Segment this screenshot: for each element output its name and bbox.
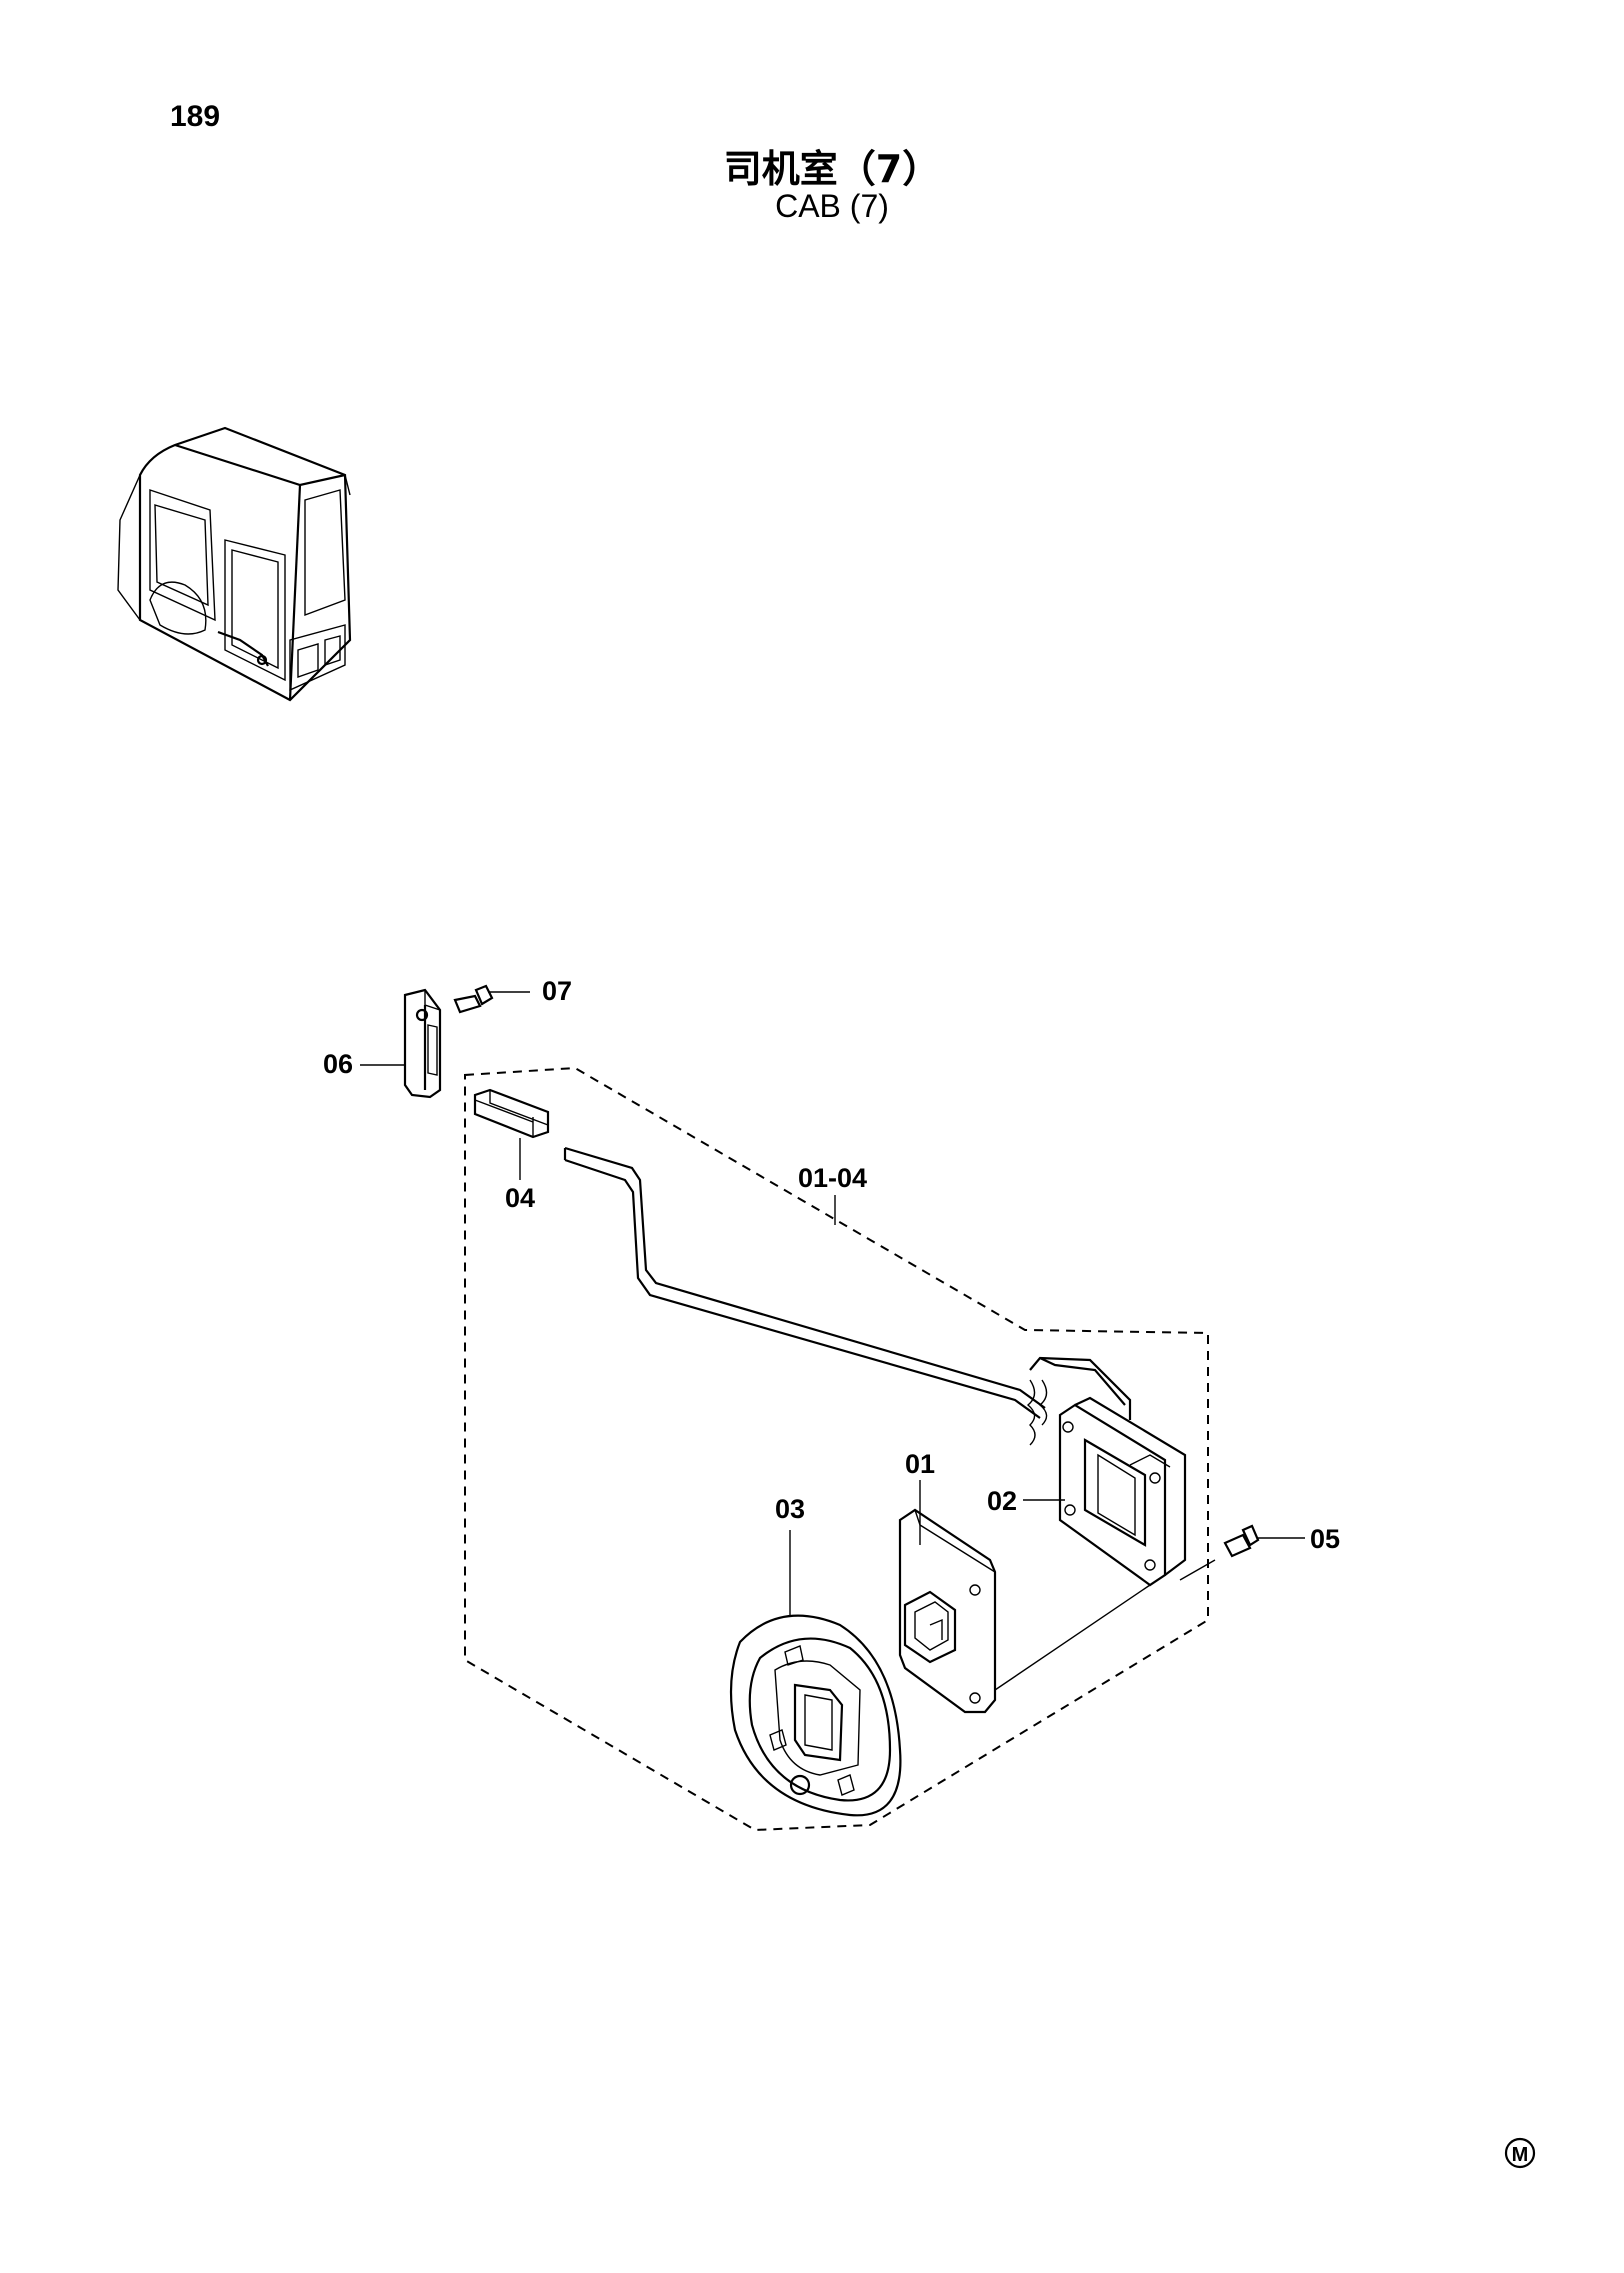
part-05-screw xyxy=(1179,1524,1260,1581)
label-07: 07 xyxy=(542,976,572,1006)
cab-overview-illustration xyxy=(117,426,352,702)
part-01-lock-plate xyxy=(898,1508,1151,1714)
label-01: 01 xyxy=(905,1449,935,1479)
page-title-chinese: 司机室（7） xyxy=(723,147,941,191)
control-rod xyxy=(563,1146,1046,1419)
label-06: 06 xyxy=(323,1049,353,1079)
part-07-screw xyxy=(453,984,494,1014)
circled-m-mark: M xyxy=(1504,2137,1536,2169)
label-03: 03 xyxy=(775,1494,805,1524)
leader-lines xyxy=(360,991,1305,1615)
part-02-bracket xyxy=(1026,1356,1187,1587)
page-title-english: CAB (7) xyxy=(775,188,889,224)
label-04: 04 xyxy=(505,1183,535,1213)
part-04-block xyxy=(473,1088,550,1139)
page-number: 189 xyxy=(170,100,221,133)
label-05: 05 xyxy=(1310,1524,1340,1554)
label-02: 02 xyxy=(987,1486,1017,1516)
mark-letter: M xyxy=(1512,2144,1529,2166)
part-06-latch-plate xyxy=(403,988,442,1099)
part-03-escutcheon xyxy=(729,1614,902,1817)
label-01-04: 01-04 xyxy=(798,1163,867,1193)
